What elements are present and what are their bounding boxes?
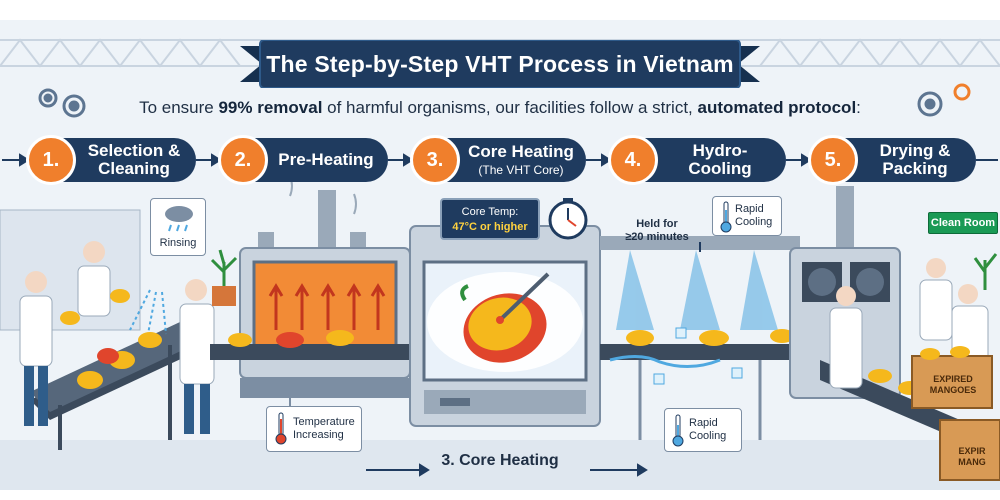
- bottom-step-label: 3. Core Heating: [441, 452, 559, 469]
- step-label-line1: Pre-Heating: [278, 150, 374, 169]
- step-label-line2: Packing: [882, 159, 948, 178]
- temperature-increasing-callout: Temperature Increasing: [266, 406, 362, 452]
- rinsing-label: Rinsing: [159, 237, 197, 249]
- thermometer-icon: [720, 201, 732, 233]
- rapid-cooling-callout-top: Rapid Cooling: [712, 196, 782, 236]
- step-number: 4.: [608, 135, 658, 185]
- step-label-line1: Hydro-Cooling: [688, 141, 752, 178]
- bottom-flow-arrows: [366, 463, 648, 477]
- intro-text: To ensure 99% removal of harmful organis…: [60, 98, 940, 118]
- step-label: Selection & Cleaning: [82, 138, 186, 182]
- box-label-line2: MANGOES: [929, 385, 977, 395]
- step-3-core-heating: 3. Core Heating (The VHT Core): [410, 135, 586, 185]
- box-label-line1: EXPIR: [958, 446, 986, 456]
- factory-floor: [0, 440, 1000, 490]
- temperature-increasing-label: Temperature Increasing: [293, 416, 355, 442]
- hydro-cooling-station: [600, 236, 800, 440]
- rapid-cooling-label: Rapid Cooling: [735, 203, 772, 229]
- preheating-oven: [210, 155, 411, 420]
- step-label-line1: Drying &: [879, 141, 951, 160]
- step-1-selection-cleaning: 1. Selection & Cleaning: [26, 135, 196, 185]
- rapid-cooling-label: Rapid Cooling: [689, 417, 726, 443]
- gear-icon: [38, 88, 86, 118]
- page-title: The Step-by-Step VHT Process in Vietnam: [266, 51, 734, 77]
- rinsing-station: [0, 209, 215, 450]
- title-banner: The Step-by-Step VHT Process in Vietnam: [240, 40, 760, 88]
- plant-icon: [210, 249, 238, 306]
- rapid-cooling-line1: Rapid: [689, 417, 718, 429]
- rapid-cooling-line2: Cooling: [689, 430, 727, 442]
- box-label-line2: MANG: [958, 457, 986, 467]
- step-5-drying-packing: 5. Drying & Packing: [808, 135, 976, 185]
- core-temp-label: Core Temp:: [461, 206, 519, 218]
- step-label: Hydro-Cooling: [664, 138, 776, 182]
- held-duration: Held for ≥20 minutes: [612, 218, 702, 244]
- thermometer-icon: [672, 414, 684, 447]
- rapid-cooling-line1: Rapid: [735, 203, 764, 215]
- step-4-hydro-cooling: 4. Hydro-Cooling: [608, 135, 786, 185]
- rinsing-callout: Rinsing: [150, 198, 206, 256]
- step-label-line2: Cleaning: [98, 159, 170, 178]
- step-arrows: [2, 153, 998, 167]
- temperature-line2: Increasing: [293, 429, 344, 441]
- rapid-cooling-line2: Cooling: [735, 216, 773, 228]
- step-label: Drying & Packing: [864, 138, 966, 182]
- step-label: Core Heating (The VHT Core): [466, 138, 576, 182]
- core-heating-chamber: [409, 198, 601, 427]
- box-label: EXPIRED MANGOES: [918, 374, 988, 396]
- step-label-sub: (The VHT Core): [478, 163, 564, 177]
- held-line2: ≥20 minutes: [625, 231, 689, 243]
- title-ribbon: [240, 40, 760, 88]
- intro-suffix: :: [856, 98, 861, 117]
- held-line1: Held for: [636, 218, 678, 230]
- drying-packing-station: [789, 186, 1000, 481]
- rain-cloud-icon: [165, 206, 193, 232]
- step-number: 5.: [808, 135, 858, 185]
- core-temp-readout: Core Temp: 47°C or higher: [440, 198, 540, 240]
- clean-room-sign: Clean Room: [928, 212, 998, 234]
- gear-icon: [917, 83, 971, 117]
- thermometer-icon: [275, 412, 287, 445]
- box-label-line1: EXPIRED: [933, 374, 973, 384]
- step-2-pre-heating: 2. Pre-Heating: [218, 135, 388, 185]
- step-number: 1.: [26, 135, 76, 185]
- step-number: 2.: [218, 135, 268, 185]
- intro-middle: of harmful organisms, our facilities fol…: [322, 98, 698, 117]
- intro-highlight-removal: 99% removal: [218, 98, 323, 117]
- step-number: 3.: [410, 135, 460, 185]
- rapid-cooling-callout-bottom: Rapid Cooling: [664, 408, 742, 452]
- core-temp-value: 47°C or higher: [452, 221, 528, 233]
- box-label-2: EXPIR MANG: [944, 446, 1000, 468]
- intro-prefix: To ensure: [139, 98, 219, 117]
- step-label: Pre-Heating: [274, 138, 378, 182]
- temperature-line1: Temperature: [293, 416, 355, 428]
- step-label-line1: Selection &: [87, 141, 181, 160]
- intro-highlight-protocol: automated protocol: [697, 98, 857, 117]
- step-label-line1: Core Heating: [468, 142, 574, 161]
